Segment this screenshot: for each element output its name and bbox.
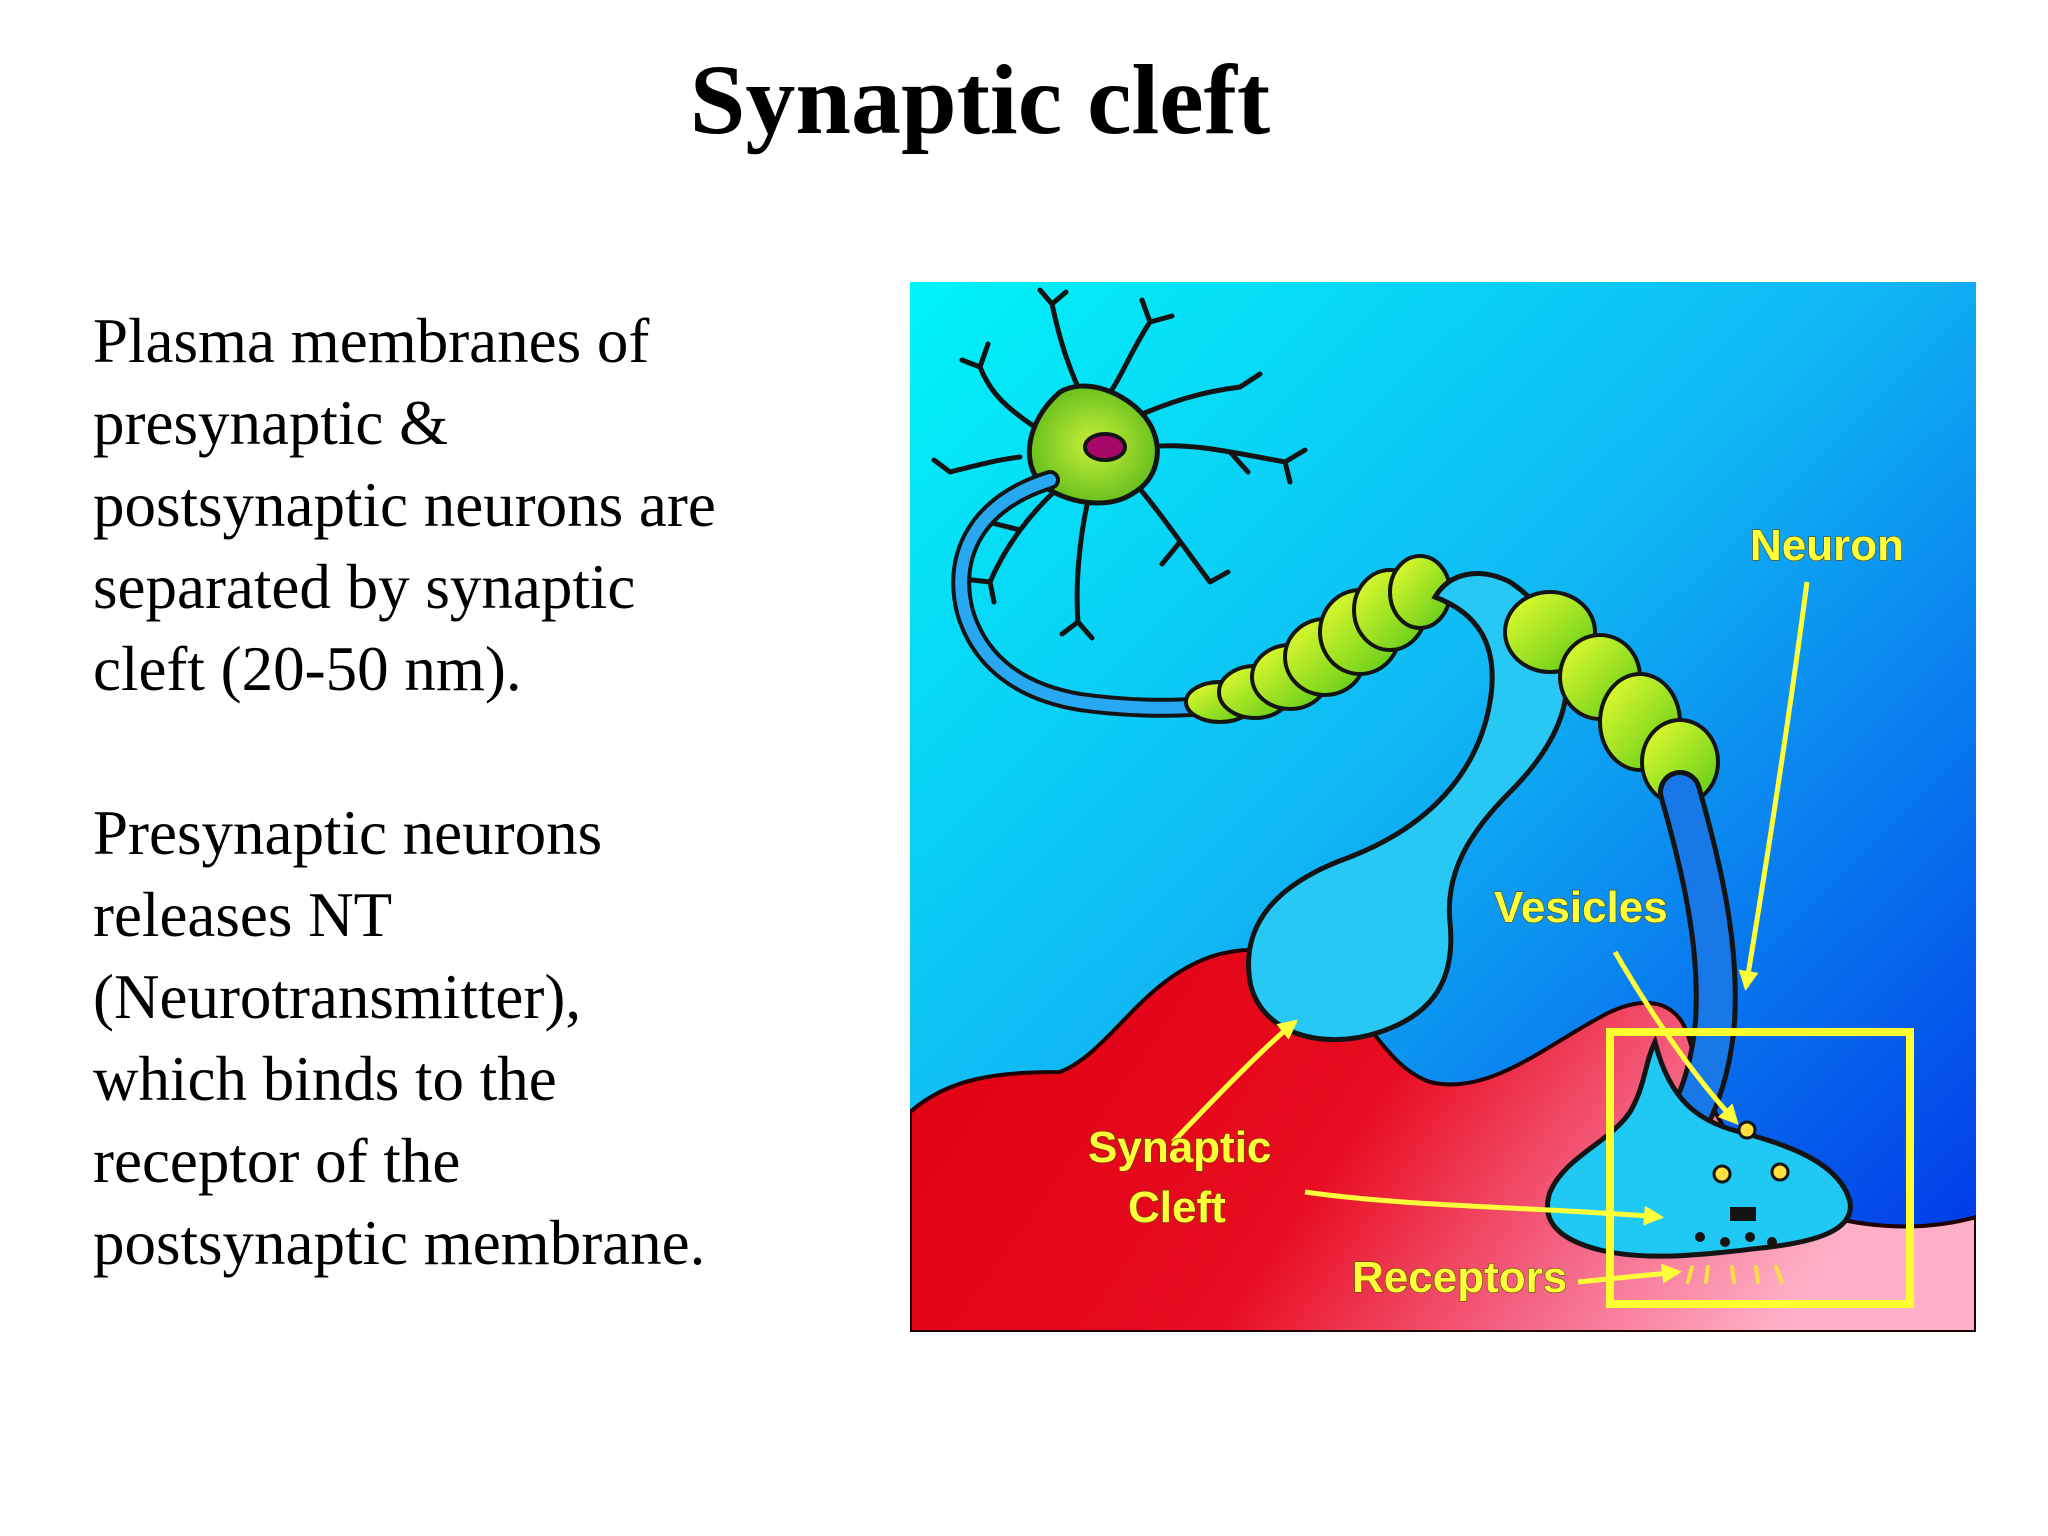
synapse-illustration: Neuron Vesicles Synaptic Cleft Receptors (910, 282, 1976, 1332)
synapse-illustration-svg: Neuron Vesicles Synaptic Cleft Receptors (910, 282, 1976, 1332)
text-line: cleft (20-50 nm). (93, 634, 522, 704)
text-line: releases NT (93, 880, 393, 950)
label-vesicles: Vesicles (1494, 883, 1668, 932)
synaptic-cleft-arrow-lower (1304, 1189, 1664, 1226)
paragraph-neurotransmitter: Presynaptic neurons releases NT (Neurotr… (93, 792, 705, 1284)
text-line: which binds to the (93, 1044, 557, 1114)
vesicles (1712, 1120, 1790, 1184)
receptors (1695, 1207, 1777, 1247)
neuron-cell-body (931, 287, 1308, 641)
slide-title: Synaptic cleft (689, 44, 1271, 155)
text-line: Plasma membranes of (93, 306, 650, 376)
vesicles-arrow (1612, 950, 1739, 1125)
paragraph-membranes: Plasma membranes of presynaptic & postsy… (93, 300, 716, 710)
neuron-arrow (1738, 581, 1810, 991)
label-synaptic: Synaptic (1088, 1123, 1271, 1172)
label-receptors: Receptors (1352, 1253, 1567, 1302)
label-neuron: Neuron (1750, 521, 1904, 570)
receptors-arrow (1577, 1263, 1682, 1285)
synaptic-cleft-arrow-upper (1171, 1019, 1299, 1144)
text-line: Presynaptic neurons (93, 798, 603, 868)
neuron-nucleus (1083, 432, 1127, 462)
label-cleft: Cleft (1128, 1183, 1226, 1232)
text-line: receptor of the (93, 1126, 461, 1196)
text-line: presynaptic & (93, 388, 449, 458)
text-line: separated by synaptic (93, 552, 636, 622)
receptor-spikes (1686, 1265, 1784, 1284)
text-line: (Neurotransmitter), (93, 962, 582, 1032)
text-line: postsynaptic neurons are (93, 470, 716, 540)
text-line: postsynaptic membrane. (93, 1208, 706, 1278)
synapse-highlight-frame (1606, 1028, 1914, 1308)
myelin-sheath-left (1184, 554, 1452, 724)
